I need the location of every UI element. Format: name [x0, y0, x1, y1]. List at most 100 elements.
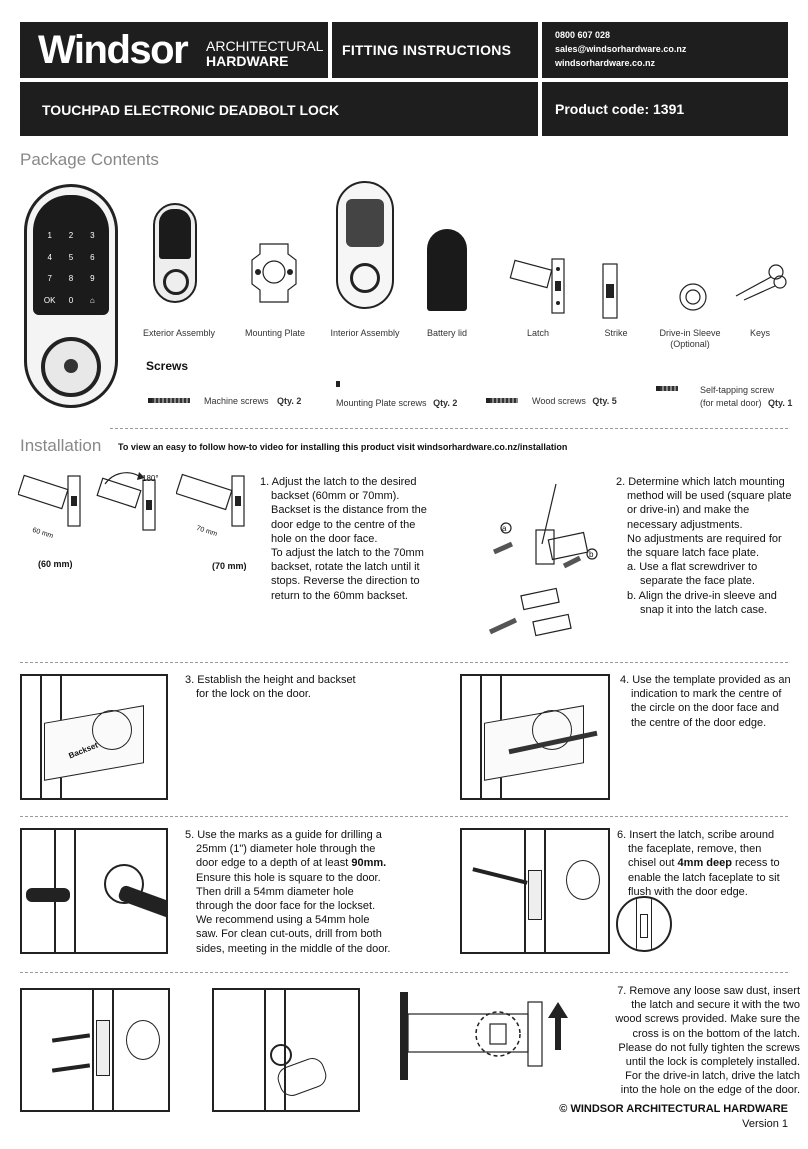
strike-image [602, 263, 618, 319]
item-label-strike: Strike [604, 328, 628, 338]
video-note: To view an easy to follow how-to video f… [118, 442, 568, 452]
step-6-figure [460, 828, 610, 954]
footer-copyright: © WINDSOR ARCHITECTURAL HARDWARE [559, 1103, 788, 1115]
keypad-key: 6 [90, 252, 95, 262]
contact-website: windsorhardware.co.nz [555, 58, 656, 68]
step-2: 2. Determine which latch mounting method… [616, 475, 796, 617]
step-7-line: For the drive-in latch, drive the latch [625, 1070, 800, 1083]
label-70mm: (70 mm) [212, 561, 247, 571]
separator [20, 816, 788, 817]
contact-phone: 0800 607 028 [555, 30, 611, 40]
footer-version: Version 1 [742, 1118, 788, 1130]
plate-screws-text: Mounting Plate screws [336, 398, 427, 408]
label-180deg: 180° [142, 474, 159, 483]
package-contents-title: Package Contents [20, 150, 159, 169]
label-b: b [589, 550, 594, 559]
item-label-interior: Interior Assembly [330, 328, 400, 338]
step-3-figure: Backset [20, 674, 168, 800]
brand-logo-sub2: HARDWARE [206, 53, 289, 69]
step-7-line: until the lock is completely installed. [625, 1056, 800, 1069]
step-1-line: 1. Adjust the latch to the desired [260, 476, 417, 488]
latch-70mm-figure [176, 473, 245, 527]
keypad-key: OK [43, 295, 56, 305]
step-6-detail-figure [616, 896, 672, 952]
wood-screws-text: Wood screws [532, 396, 586, 406]
brand-banner: Windsor ARCHITECTURAL HARDWARE [20, 22, 328, 78]
latch-adjust-figure [488, 483, 598, 637]
step-6-line: flush with the door edge. [628, 885, 748, 898]
step-6: 6. Insert the latch, scribe around the f… [617, 828, 797, 899]
drive-in-sleeve-image [679, 283, 707, 311]
step-7-line: 7. Remove any loose saw dust, insert [617, 985, 800, 997]
step-3: 3. Establish the height and backset for … [185, 673, 385, 701]
step-4-line: the circle on the door face and [631, 702, 779, 715]
keypad-key: 7 [47, 274, 52, 283]
keypad-key: 5 [68, 252, 74, 262]
step-1-line: hole on the door face. [271, 532, 378, 545]
step-5-figure [20, 828, 168, 954]
battery-lid-image [427, 229, 467, 311]
item-label-keys: Keys [749, 328, 770, 338]
self-tapping-text2: (for metal door) [700, 398, 762, 408]
step-1-line: return to the 60mm backset. [271, 589, 408, 602]
doc-type: FITTING INSTRUCTIONS [342, 42, 512, 58]
plate-screws-qty: Qty. 2 [433, 398, 458, 408]
keypad-key: 3 [90, 231, 95, 240]
plate-screws-label: Mounting Plate screws Qty. 2 [336, 398, 457, 408]
separator [110, 428, 788, 429]
step-7-figure-b [212, 988, 360, 1112]
step-2-line: separate the face plate. [640, 575, 755, 588]
step-3-line: 3. Establish the height and backset [185, 674, 356, 686]
self-tapping-qty: Qty. 1 [768, 398, 793, 408]
latch-rotate-figure [96, 472, 156, 531]
exterior-assembly-small [153, 203, 197, 303]
step-5-bold: 90mm. [351, 857, 387, 870]
step-1-line: door edge to the centre of the [271, 518, 416, 531]
step-6-line: enable the latch faceplate to sit [628, 871, 780, 884]
step-2-line: b. Align the drive-in sleeve and [627, 589, 777, 602]
machine-screws-qty: Qty. 2 [277, 396, 302, 406]
step-5-line: We recommend using a 54mm hole [196, 914, 370, 927]
latch-image [509, 258, 565, 314]
step-5-line: saw. For clean cut-outs, drill from both [196, 928, 382, 941]
step-7-figure-c [400, 992, 568, 1080]
step-5-line: sides, meeting in the middle of the door… [196, 942, 391, 955]
latch-60mm-figure [18, 474, 81, 527]
step-4-line: 4. Use the template provided as an [620, 674, 791, 686]
step-3-line: for the lock on the door. [196, 688, 311, 701]
step-7-line: the latch and secure it with the two [631, 999, 800, 1012]
plate-screw-image [336, 381, 448, 387]
product-name: TOUCHPAD ELECTRONIC DEADBOLT LOCK [42, 102, 340, 118]
step-2-line: the square latch face plate. [627, 547, 760, 560]
machine-screw-image [148, 398, 190, 403]
keypad-key: 4 [47, 252, 52, 262]
step-5-line: door edge to a depth of at least 90mm. [185, 856, 405, 870]
step-1: 1. Adjust the latch to the desired backs… [260, 475, 430, 603]
label-60mm: (60 mm) [38, 559, 73, 569]
step-5-line: 5. Use the marks as a guide for drilling… [185, 829, 382, 841]
keys-image [735, 264, 787, 301]
keypad-key: 2 [68, 231, 74, 240]
label-a: a [502, 524, 507, 533]
step-4: 4. Use the template provided as an indic… [620, 673, 800, 730]
step-4-line: the centre of the door edge. [631, 716, 767, 729]
step-2-line: No adjustments are required for [627, 532, 782, 545]
step-5-line: through the door face for the lockset. [196, 900, 376, 913]
step-5-line: Ensure this hole is square to the door. [196, 871, 381, 884]
step-4-figure [460, 674, 610, 800]
step-4-line: indication to mark the centre of [631, 688, 782, 701]
self-tapping-label: Self-tapping screw [700, 385, 775, 395]
item-label-latch: Latch [526, 328, 550, 338]
self-tapping-screw-image [656, 386, 678, 391]
keypad-key: 1 [47, 231, 52, 240]
step-1-line: Backset is the distance from the [271, 504, 427, 517]
contact-banner: 0800 607 028 sales@windsorhardware.co.nz… [542, 22, 788, 78]
step-1-line: backset (60mm or 70mm). [271, 490, 400, 503]
keypad-key: ⌂ [89, 295, 95, 305]
step-1-line: backset, rotate the latch until it [271, 561, 420, 574]
item-label-mounting-plate: Mounting Plate [244, 328, 306, 338]
keypad-key: 0 [68, 295, 74, 305]
step-2-line: a. Use a flat screwdriver to [627, 561, 758, 574]
